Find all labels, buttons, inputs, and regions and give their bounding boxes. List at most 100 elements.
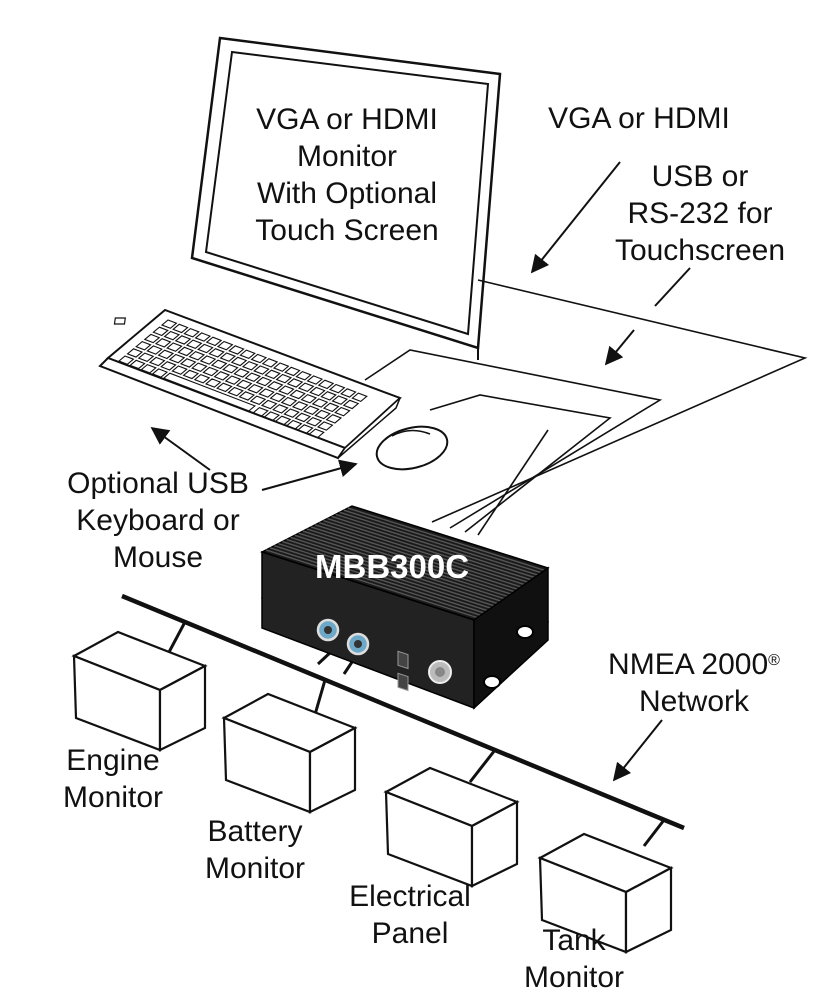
vga-hdmi-text: VGA or HDMI [548,102,730,135]
keyboard-key [160,361,177,371]
keyboard-key [148,356,166,367]
keyboard-key [210,359,228,370]
monitor-label-line: Monitor [296,140,398,173]
battery-monitor-label: Battery Monitor [180,813,330,887]
keyboard-key [157,349,175,360]
keyboard-key [143,333,161,344]
heatsink-fin [274,545,485,614]
keyboard-key [191,362,208,372]
keyboard-key [314,409,331,420]
usb-rs232-line: Touchscreen [614,234,786,267]
heatsink-fin [294,534,502,602]
node-label-line: Monitor [204,852,306,885]
keyboard-key [320,391,337,401]
monitor-label-line: VGA or HDMI [256,103,438,136]
heatsink-fin [286,538,495,607]
node-label-line: Electrical [349,880,471,913]
heatsink-fin [323,519,525,586]
arrows [150,161,691,782]
keyboard-key [233,368,250,378]
keyboard-key [137,352,155,362]
node-label-line: Monitor [523,961,625,994]
heatsink-fin [327,517,529,583]
keyboard-key [241,360,259,371]
keyboard-callout: Optional USB Keyboard or Mouse [52,465,264,576]
keyboard-key [340,388,357,398]
keyboard-key [179,358,197,368]
keyboard-key [283,408,300,418]
nmea-line-1: NMEA 2000® [584,646,804,683]
keyboard-key [334,406,351,417]
keyboard-key [247,383,264,394]
keyboard-key [272,404,289,414]
keyboard-key [306,375,324,385]
keyboard-key [280,396,298,407]
keyboard-key [309,386,326,397]
keyboard-key [182,369,200,380]
node-label-line: Battery [207,815,303,848]
keyboard-key [219,352,237,362]
keyboard-key [202,366,219,377]
keyboard-key [255,376,273,387]
keyboard-key [126,348,144,358]
keyboard-key [216,382,233,393]
keyboard-key [140,363,157,374]
keyboard-key [351,392,368,402]
keyboard-key [261,358,279,368]
keyboard-key [188,350,206,361]
node-label-line: Tank [542,924,606,957]
keyboard-key [303,405,320,415]
keyboard-key [230,356,248,367]
keyboard-key [160,319,178,329]
node-boxes [71,630,674,954]
keyboard-key [258,388,275,398]
keyboard-key [154,338,172,348]
keyboard-key [342,399,360,410]
keyboard-key [204,378,222,388]
keyboard-key [275,373,293,384]
engine-monitor-label: Engine Monitor [38,742,188,816]
keyboard-key [328,383,346,394]
keyboard-key [266,381,284,391]
keyboard-key [163,330,181,341]
node-label-line: Monitor [62,781,164,814]
heatsink-fin [265,549,478,619]
keyboard-key [289,389,306,400]
keyboard-key [135,340,152,351]
node-label-line: Engine [66,744,160,777]
cables [364,279,808,536]
heatsink-fin [331,515,532,581]
connector-1 [316,618,340,642]
keyboard-key [308,428,325,438]
keyboard-callout-line: Keyboard or [76,504,240,537]
device-name: MBB300C [315,548,470,585]
keyboard-key [291,401,309,411]
nmea-line-2: Network [638,685,750,718]
monitor-drawing [190,36,502,360]
keyboard-key [199,355,217,365]
keyboard-key [297,382,315,392]
keyboard-key [278,385,295,395]
tank-monitor-box [537,832,674,954]
keyboard-key [285,419,303,430]
usb-rs232-callout: USB or RS-232 for Touchscreen [598,158,802,269]
keyboard-key [316,421,334,431]
keyboard-callout-line: Mouse [112,541,204,574]
keyboard-key [166,342,183,352]
keyboard-key [297,424,314,434]
heatsink-fin [314,524,518,590]
keyboard-key [194,332,212,342]
heatsink-fin [319,522,522,588]
keyboard-key [117,355,135,365]
connector-2 [346,632,370,656]
keyboard-key [183,327,200,338]
nmea-callout: NMEA 2000® Network [584,646,804,720]
keyboard-key [331,395,349,405]
keyboard-key [325,414,343,424]
mbb300c-unit [260,505,550,710]
keyboard-key [235,379,253,390]
heatsink-fin [302,530,508,598]
keyboard-key [244,372,262,382]
